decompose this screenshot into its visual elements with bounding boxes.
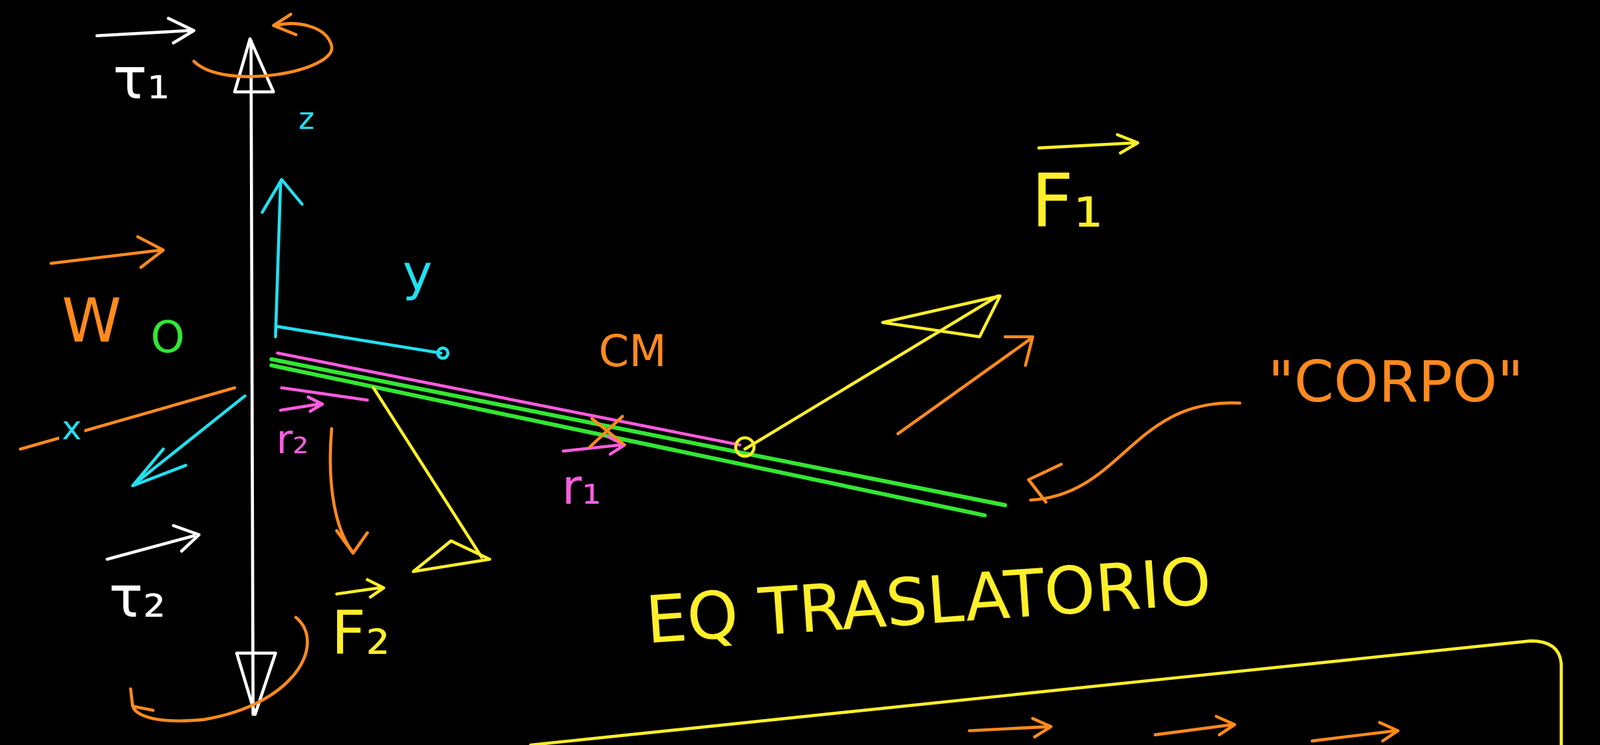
sketch-stroke xyxy=(277,326,442,353)
stroke-group xyxy=(277,352,740,455)
force-label: F₂ xyxy=(328,602,393,666)
sketch-stroke xyxy=(134,396,246,484)
weight-label: W xyxy=(59,289,125,353)
heading-note: EQ TRASLATORIO xyxy=(640,547,1216,655)
sketch-stroke xyxy=(898,337,1033,435)
axis-label: z xyxy=(295,102,318,135)
sketch-stroke xyxy=(280,396,323,411)
sketch-stroke xyxy=(275,181,281,337)
stroke-group xyxy=(132,179,449,486)
sketch-stroke xyxy=(1028,464,1061,503)
sketch-stroke xyxy=(130,617,308,722)
sketch-stroke xyxy=(969,718,1051,738)
sketch-stroke xyxy=(438,348,449,359)
sketch-stroke xyxy=(530,640,1561,745)
force-label: F₁ xyxy=(1028,163,1106,240)
body-label: "CORPO" xyxy=(1264,352,1526,413)
position-vector-label: r₂ xyxy=(273,418,312,461)
axis-label: y xyxy=(400,246,436,300)
sketch-stroke xyxy=(735,438,755,457)
stroke-group xyxy=(20,13,1398,741)
sketch-stroke xyxy=(373,388,482,558)
sketch-stroke xyxy=(1312,722,1398,742)
sketch-stroke xyxy=(337,579,385,597)
sketch-stroke xyxy=(1038,134,1139,154)
position-vector-label: r₁ xyxy=(559,461,604,513)
sketch-stroke xyxy=(1155,716,1236,736)
sketch-stroke xyxy=(413,541,490,572)
sketch-stroke xyxy=(194,13,332,77)
sketch-stroke xyxy=(271,359,1006,506)
stroke-group xyxy=(337,134,1562,745)
torque-label: τ₂ xyxy=(106,567,169,628)
sketch-stroke xyxy=(277,352,740,445)
sketch-stroke xyxy=(236,653,276,715)
sketch-stroke xyxy=(251,40,254,715)
axis-label: x xyxy=(59,410,85,447)
sketch-stroke xyxy=(262,179,303,213)
torque-label: τ₁ xyxy=(110,49,173,110)
sketch-stroke xyxy=(330,428,368,554)
sketch-stroke xyxy=(589,416,625,448)
center-of-mass-label: CM xyxy=(595,328,669,375)
sketch-stroke xyxy=(97,18,195,44)
sketch-stroke xyxy=(51,236,164,268)
sketch-stroke xyxy=(107,525,199,560)
origin-label: O xyxy=(148,314,189,361)
sketch-stroke xyxy=(132,449,187,486)
sketch-stroke xyxy=(281,388,368,401)
sketch-stroke xyxy=(271,365,985,516)
sketch-stroke xyxy=(745,295,999,449)
stroke-group xyxy=(97,18,276,715)
sketch-stroke xyxy=(1030,402,1240,500)
sketch-stroke xyxy=(234,38,274,92)
sketch-stroke xyxy=(20,388,235,450)
sketch-stroke xyxy=(882,295,1001,337)
stroke-group xyxy=(271,359,1006,516)
